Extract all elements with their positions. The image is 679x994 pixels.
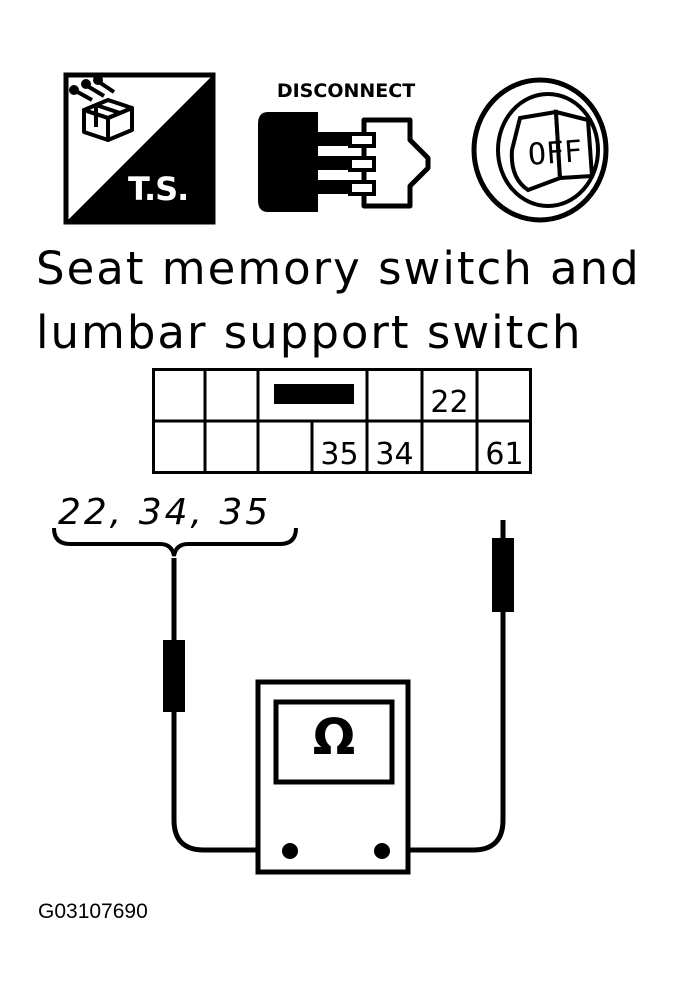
probe-group-brace [52, 527, 298, 557]
left-probe [163, 640, 185, 712]
probe-group-label: 22, 34, 35 [58, 492, 272, 533]
connector-cell [367, 374, 422, 418]
disconnect-label: DISCONNECT [276, 80, 416, 102]
connector-pin-35: 35 [320, 437, 359, 472]
connector-disconnect-icon [258, 112, 431, 212]
ignition-off-icon [471, 77, 609, 223]
connector-cell [152, 426, 205, 470]
connector-pin-61: 61 [485, 437, 524, 472]
connector-lock-tab [274, 384, 354, 404]
icon-row [63, 72, 609, 225]
connector-cell [152, 374, 205, 418]
connector-cell [258, 426, 312, 470]
ts-label: T.S. [128, 170, 189, 208]
connector-cell [477, 374, 532, 418]
title-line-2: lumbar support switch [36, 306, 583, 359]
off-label: OFF [526, 134, 584, 173]
connector-cell [205, 426, 258, 470]
ohm-symbol: Ω [312, 708, 356, 766]
connector-pin-22: 22 [430, 385, 469, 420]
connector-face: 22 35 34 61 [152, 368, 532, 474]
figure-code: G03107690 [38, 900, 148, 923]
trouble-shooting-icon [63, 72, 216, 225]
connector-cell [205, 374, 258, 418]
connector-grid-lines [152, 368, 532, 474]
ohmmeter-icon [255, 679, 411, 875]
connector-cell [258, 374, 367, 418]
test-circuit [52, 520, 514, 875]
connector-pin-34: 34 [375, 437, 414, 472]
connector-cell [422, 426, 477, 470]
right-probe [492, 538, 514, 612]
title-line-1: Seat memory switch and [36, 242, 641, 295]
